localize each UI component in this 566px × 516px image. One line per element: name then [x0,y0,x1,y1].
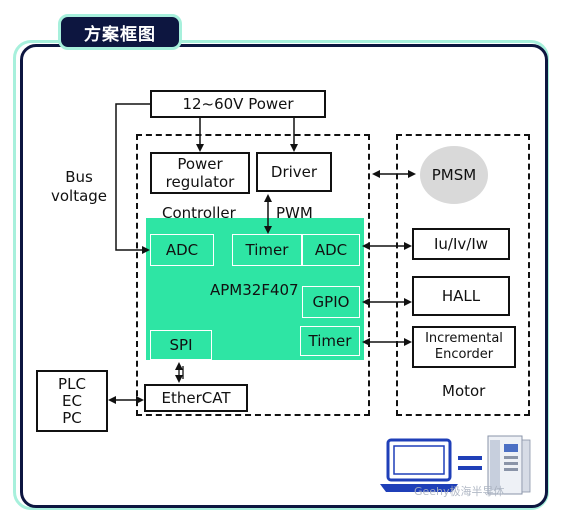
adc-right-box: ADC [302,234,360,266]
timer-bottom-box: Timer [300,326,360,356]
power-regulator-line-1: Power [177,155,223,173]
phase-current-box: Iu/Iv/Iw [412,228,510,260]
motor-region [396,134,530,416]
servo-drive-icon [487,435,531,495]
pwm-label: PWM [276,204,313,222]
plc-line-2: EC [62,391,82,410]
timer-top-box: Timer [232,234,302,266]
bus-voltage-line-1: Bus [65,168,93,186]
bus-voltage-line-2: voltage [50,187,108,205]
encoder-line-2: Encorder [434,347,494,362]
diagram-title: 方案框图 [58,14,182,50]
ethercat-box: EtherCAT [144,384,248,412]
controller-label: Controller [162,204,236,222]
spi-box: SPI [150,330,212,360]
mcu-label: APM32F407 [210,281,299,299]
motor-label: Motor [442,382,486,400]
pmsm-motor-circle: PMSM [420,146,488,204]
bus-voltage-path [115,103,150,254]
gpio-box: GPIO [302,286,360,318]
equals-icon [458,456,482,470]
encoder-box: Incremental Encorder [412,326,516,368]
adc-left-box: ADC [150,234,214,266]
bus-voltage-label: Bus voltage [44,168,114,206]
encoder-line-1: Incremental [425,331,503,346]
plc-line-3: PC [62,408,82,427]
driver-box: Driver [256,152,332,192]
hall-box: HALL [412,276,510,316]
power-regulator-line-2: regulator [165,173,235,191]
laptop-icon [380,438,458,492]
controller-region [136,134,370,416]
plc-ec-pc-box: PLC EC PC [36,370,108,432]
power-supply-box: 12~60V Power [150,90,326,118]
mcu-area [146,218,364,360]
power-regulator-box: Power regulator [150,152,250,194]
watermark: Geehy极海半导体 [414,485,505,498]
plc-line-1: PLC [58,374,86,393]
